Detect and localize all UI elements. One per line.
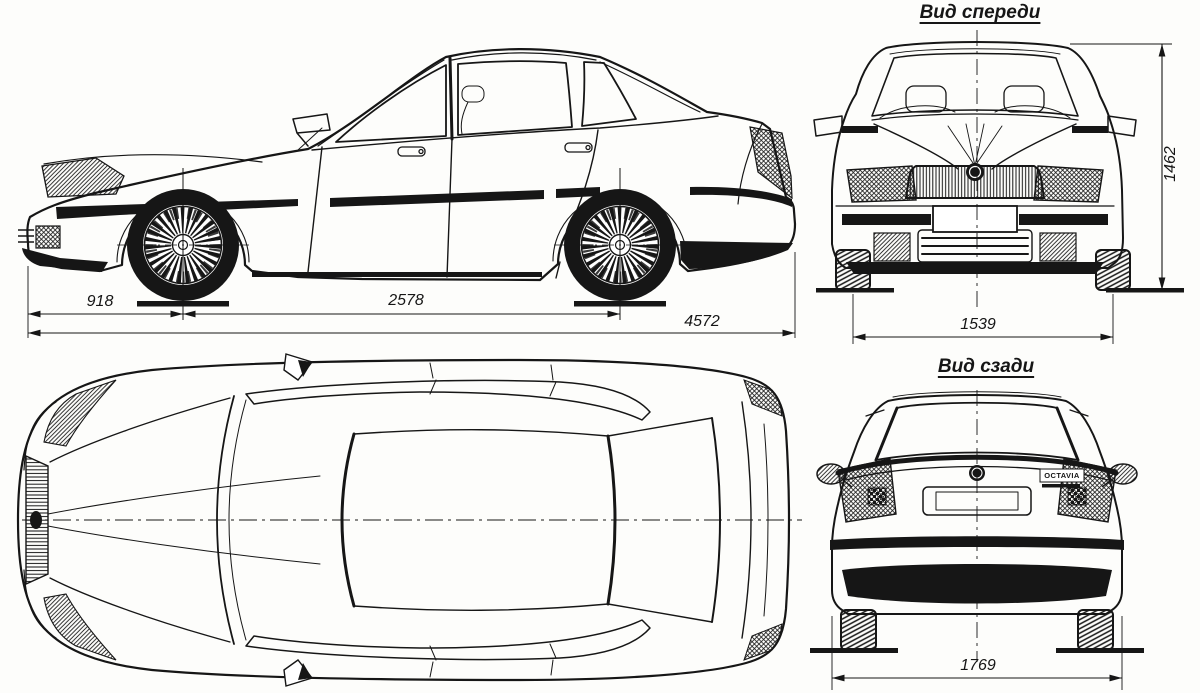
brand-badge-rear (969, 465, 985, 481)
dim-wheelbase: 2578 (388, 292, 424, 309)
a-pillar-inner-line (317, 59, 445, 147)
hood-crease-lines (47, 475, 321, 565)
seat-tops (879, 105, 1071, 119)
tire-front-left (835, 249, 871, 291)
taillight-top-lower (743, 623, 783, 661)
rear-bumper-molding (690, 186, 792, 207)
front-dimensions (852, 43, 1172, 344)
headlight-top-lower (43, 593, 117, 661)
tire-rear-right (1077, 609, 1114, 651)
front-view-drawing (813, 30, 1184, 344)
dim-overall-width: 1769 (960, 657, 996, 674)
roof-side-lines (353, 429, 609, 611)
rear-door-seam-low (555, 261, 561, 279)
front-door-window (335, 64, 447, 143)
roof-inner-line (451, 52, 597, 61)
rear-dimensions (831, 616, 1123, 690)
cowl-front (871, 113, 1079, 121)
side-view-drawing (18, 48, 797, 338)
headlight-top-upper (43, 379, 117, 447)
door-handles (397, 142, 593, 157)
top-view-drawing (16, 353, 802, 687)
seat-back (460, 101, 469, 135)
sill-strip (252, 272, 542, 277)
headlight-front-left (846, 165, 917, 203)
side-window-band-upper (245, 379, 651, 421)
dim-front-track: 1539 (960, 316, 996, 333)
tire-front-right (1095, 249, 1131, 291)
door-seam-mid (446, 138, 453, 278)
b-pillar (448, 56, 454, 141)
taillight-rear-left (837, 458, 897, 523)
rear-under-shadow (680, 241, 793, 269)
reverse-lamp-left (867, 487, 887, 506)
headrest-left (905, 85, 947, 113)
mirrors-top-view (283, 353, 314, 687)
rear-glass-inner-line (599, 61, 701, 113)
rear-view-title: Вид сзади (937, 356, 1035, 377)
front-door-seam (307, 146, 323, 273)
seat-headrest (461, 85, 485, 103)
side-mirror (292, 113, 331, 147)
fog-intake (35, 225, 61, 249)
front-under-shadow (22, 248, 108, 272)
hood-v-lines (873, 123, 1077, 170)
headlight-front-right (1033, 165, 1104, 203)
taillight-rear-right (1057, 458, 1117, 523)
model-badge-text: OCTAVIA (1044, 471, 1080, 480)
taillight (749, 126, 793, 200)
door-molding (330, 190, 544, 207)
tire-rear-left (840, 609, 877, 651)
quarter-molding (556, 187, 600, 198)
lower-intake-slats (921, 237, 1029, 255)
front-body-outline (831, 41, 1124, 269)
dim-front-overhang: 918 (86, 293, 114, 310)
model-badge-plate (1039, 468, 1085, 483)
windshield-front (871, 52, 1079, 117)
hood-edge-line (43, 154, 263, 165)
headlight (41, 157, 125, 198)
mirrors-rear-view (816, 463, 1138, 488)
pillar-ticks (429, 362, 557, 678)
nose-inner-lines (23, 401, 57, 639)
front-black-trim (816, 126, 1184, 293)
rear-door-window (457, 60, 573, 136)
fog-left (873, 232, 911, 262)
fog-right (1039, 232, 1077, 262)
reverse-lamp-right (1067, 487, 1087, 506)
quarter-window (581, 61, 637, 127)
brand-badge-front (966, 163, 984, 181)
rear-window-pillars (874, 406, 1080, 462)
brand-badge-ring (968, 165, 982, 179)
side-window-band-lower (245, 619, 651, 661)
taillight-top-upper (743, 379, 783, 417)
front-view-title: Вид спереди (919, 2, 1041, 23)
side-dimensions (27, 252, 796, 338)
rear-view-drawing (810, 390, 1144, 690)
dim-overall-length: 4572 (684, 313, 720, 330)
dim-overall-height: 1462 (1162, 146, 1179, 182)
quarter-glass-edges (865, 409, 1089, 417)
headrest-right (1003, 85, 1045, 113)
model-badge-underline (1042, 484, 1080, 488)
belt-line (311, 115, 719, 151)
license-plate-front (932, 205, 1018, 233)
hood-fan-lines (947, 123, 1003, 167)
hood-side-lines (49, 397, 231, 643)
bumper-slats (18, 229, 34, 243)
cowl-line (228, 399, 247, 641)
roof-inner-front (889, 48, 1061, 55)
c-pillar-lines (607, 417, 713, 623)
